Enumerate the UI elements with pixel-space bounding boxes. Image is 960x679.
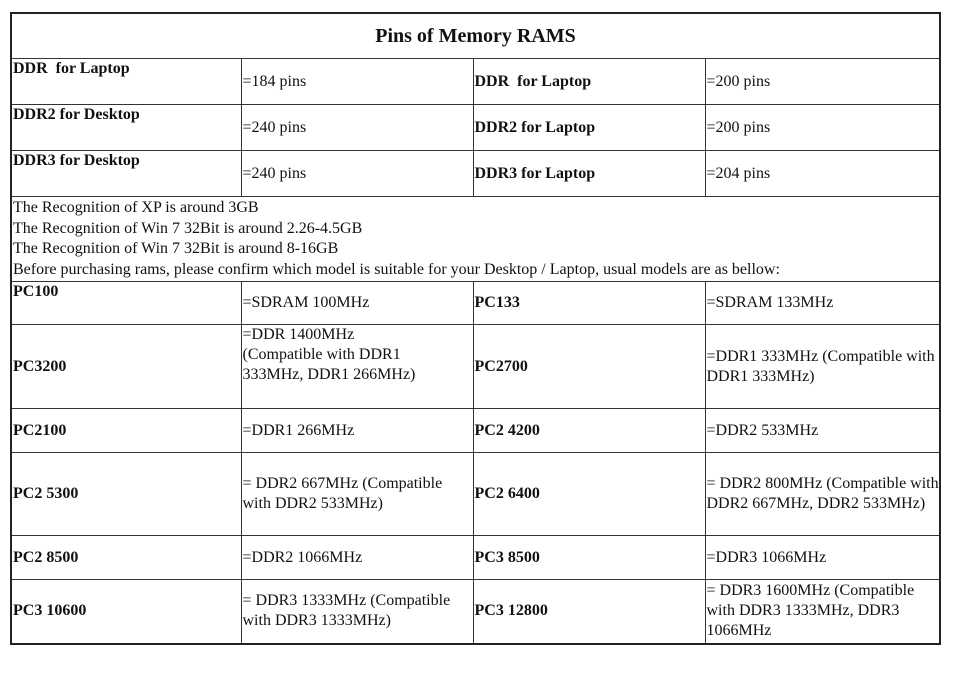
model-desc-cell: =SDRAM 133MHz [704,281,941,325]
model-name-cell: PC100 [10,281,242,325]
notes-row: The Recognition of XP is around 3GB The … [10,196,941,282]
model-name-cell: PC3 12800 [472,579,706,644]
memory-pins-table: Pins of Memory RAMS DDR for Laptop =184 … [10,12,942,645]
note-line: Before purchasing rams, please confirm w… [13,260,780,278]
model-desc-cell: =DDR2 1066MHz [240,535,474,580]
ram-type-cell: DDR3 for Desktop [10,150,242,197]
ram-type-cell: DDR2 for Desktop [10,104,242,151]
ram-type-cell: DDR for Laptop [10,58,242,105]
model-desc-cell: =DDR1 333MHz (Compatible with DDR1 333MH… [704,324,941,409]
model-desc-cell: = DDR2 800MHz (Compatible with DDR2 667M… [704,452,941,536]
pin-count-cell: =240 pins [240,150,474,197]
model-name-cell: PC2700 [472,324,706,409]
recognition-notes: The Recognition of XP is around 3GB The … [10,196,941,282]
pin-count-cell: =184 pins [240,58,474,105]
model-name-cell: PC2 5300 [10,452,242,536]
model-desc-cell: =DDR1 266MHz [240,408,474,453]
ram-type-cell: DDR for Laptop [472,58,706,105]
pin-count-cell: =240 pins [240,104,474,151]
model-row: PC2100 =DDR1 266MHz PC2 4200 =DDR2 533MH… [10,408,941,453]
model-name-cell: PC2 6400 [472,452,706,536]
model-name-cell: PC2 8500 [10,535,242,580]
model-desc-cell: = DDR3 1333MHz (Compatible with DDR3 133… [240,579,474,644]
model-desc-cell: =DDR3 1066MHz [704,535,941,580]
model-name-cell: PC3 8500 [472,535,706,580]
pins-row: DDR for Laptop =184 pins DDR for Laptop … [10,58,941,105]
model-name-cell: PC3200 [10,324,242,409]
pins-row: DDR3 for Desktop =240 pins DDR3 for Lapt… [10,150,941,197]
title-row: Pins of Memory RAMS [10,12,941,59]
model-row: PC3 10600 = DDR3 1333MHz (Compatible wit… [10,579,941,644]
ram-type-cell: DDR2 for Laptop [472,104,706,151]
table-title: Pins of Memory RAMS [10,12,941,59]
note-line: The Recognition of Win 7 32Bit is around… [13,219,363,237]
model-row: PC100 =SDRAM 100MHz PC133 =SDRAM 133MHz [10,281,941,325]
pin-count-cell: =200 pins [704,104,941,151]
model-name-cell: PC133 [472,281,706,325]
model-name-cell: PC2100 [10,408,242,453]
ram-type-cell: DDR3 for Laptop [472,150,706,197]
model-row: PC2 5300 = DDR2 667MHz (Compatible with … [10,452,941,536]
model-desc-cell: = DDR2 667MHz (Compatible with DDR2 533M… [240,452,474,536]
model-desc-cell: =SDRAM 100MHz [240,281,474,325]
pins-row: DDR2 for Desktop =240 pins DDR2 for Lapt… [10,104,941,151]
pin-count-cell: =204 pins [704,150,941,197]
memory-pins-document: Pins of Memory RAMS DDR for Laptop =184 … [10,12,942,645]
model-name-cell: PC2 4200 [472,408,706,453]
note-line: The Recognition of Win 7 32Bit is around… [13,240,339,257]
model-name-cell: PC3 10600 [10,579,242,644]
model-desc-cell: =DDR 1400MHz (Compatible with DDR1 333MH… [240,324,474,409]
pin-count-cell: =200 pins [704,58,941,105]
note-line: The Recognition of XP is around 3GB [13,199,259,216]
model-row: PC3200 =DDR 1400MHz (Compatible with DDR… [10,324,941,409]
model-desc-cell: =DDR2 533MHz [704,408,941,453]
model-desc-cell: = DDR3 1600MHz (Compatible with DDR3 133… [704,579,941,644]
model-row: PC2 8500 =DDR2 1066MHz PC3 8500 =DDR3 10… [10,535,941,580]
